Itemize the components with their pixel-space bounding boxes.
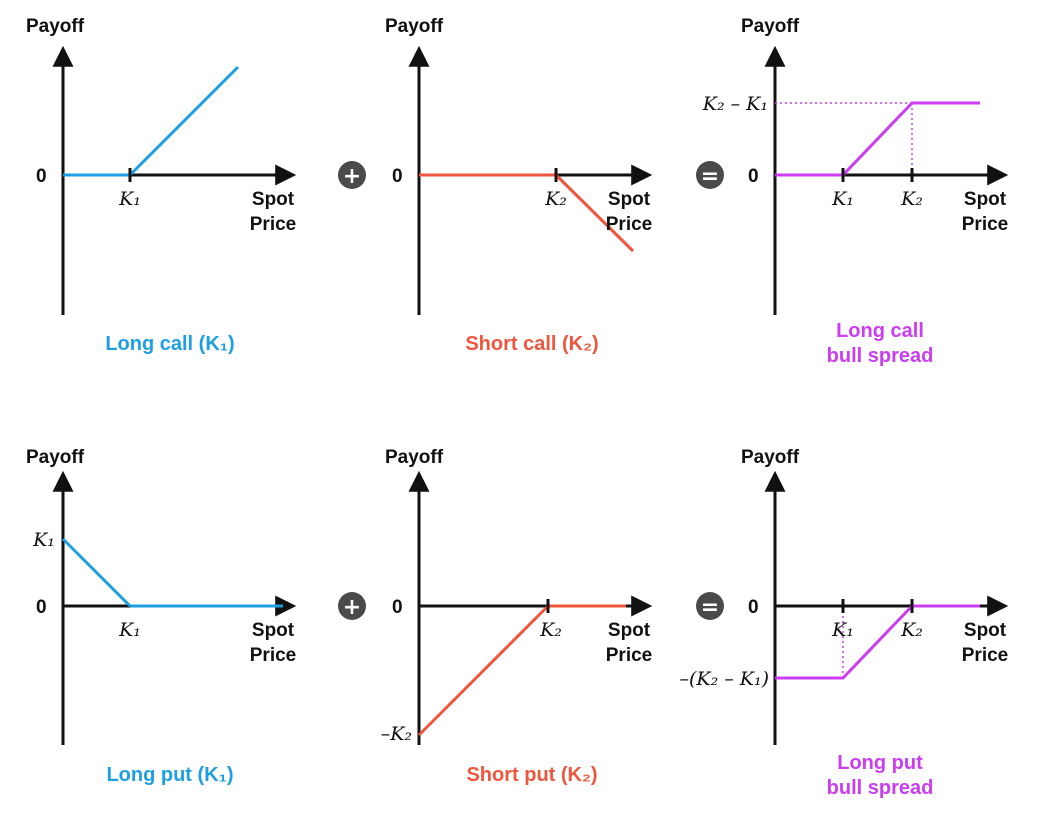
spot-price-label-spot: Spot: [608, 189, 651, 210]
zero-label: 0: [392, 597, 403, 618]
spot-price-label-price: Price: [962, 645, 1008, 666]
plus-symbol: +: [343, 164, 361, 189]
payoff-line-falling: [61, 537, 132, 608]
equals-icon: [696, 592, 724, 620]
panel-caption: Short call (K₂): [465, 333, 598, 355]
strike-label-k2: K₂: [900, 619, 923, 641]
payoff-axis-label: Payoff: [741, 447, 800, 468]
zero-label: 0: [36, 166, 47, 187]
payoff-line: [775, 101, 980, 177]
equals-operator: =: [696, 161, 724, 189]
spot-price-label-spot: Spot: [608, 620, 651, 641]
payoff-axis-label: Payoff: [26, 16, 85, 37]
strike-label-k1: K₁: [118, 619, 141, 641]
strike-label-k1: K₁: [118, 188, 141, 210]
intercept-label-neg-k2: –K₂: [381, 723, 412, 745]
spot-price-label-price: Price: [250, 214, 296, 235]
panel-caption: Long call (K₁): [105, 333, 234, 355]
spot-price-label-price: Price: [606, 214, 652, 235]
payoff-line-rising: [128, 65, 240, 177]
zero-label: 0: [748, 166, 759, 187]
strike-label-k1: K₁: [831, 188, 854, 210]
payoff-axis-label: Payoff: [26, 447, 85, 468]
panel-short-call: Payoff 0 K₂ Spot Price Short call (K₂): [385, 16, 652, 355]
max-payoff-label: K₂ – K₁: [702, 93, 768, 115]
spot-price-label-price: Price: [250, 645, 296, 666]
payoff-line-rising: [417, 604, 550, 737]
panel-caption-line1: Long call: [836, 320, 924, 342]
strike-label-k2: K₂: [544, 188, 567, 210]
plus-operator: +: [338, 161, 366, 189]
plus-icon: [338, 592, 366, 620]
plus-icon: [338, 161, 366, 189]
spot-price-label-spot: Spot: [964, 620, 1007, 641]
panel-caption-line2: bull spread: [827, 345, 934, 367]
panel-caption: Long put (K₁): [106, 764, 233, 786]
strike-label-k2: K₂: [539, 619, 562, 641]
zero-label: 0: [392, 166, 403, 187]
spot-price-label-spot: Spot: [252, 620, 295, 641]
equals-symbol: =: [701, 164, 719, 189]
panel-long-put: Payoff 0 K₁ K₁ Spot Price Long put (K₁): [26, 447, 296, 786]
panel-caption: Short put (K₂): [466, 764, 597, 786]
panel-call-bull-spread: Payoff 0 K₁ K₂ K₂ – K₁ Spot Price Long c…: [702, 16, 1008, 367]
panel-put-bull-spread: Payoff 0 K₁ K₂ –(K₂ – K₁) Spot Price Lon…: [679, 447, 1008, 799]
payoff-axis-label: Payoff: [741, 16, 800, 37]
spot-price-label-spot: Spot: [964, 189, 1007, 210]
spot-price-label-price: Price: [606, 645, 652, 666]
plus-symbol: +: [343, 595, 361, 620]
payoff-line: [775, 604, 980, 680]
spot-price-label-price: Price: [962, 214, 1008, 235]
equals-icon: [696, 161, 724, 189]
payoff-axis-label: Payoff: [385, 447, 444, 468]
zero-label: 0: [36, 597, 47, 618]
plus-operator: +: [338, 592, 366, 620]
panel-caption-line2: bull spread: [827, 777, 934, 799]
payoff-axis-label: Payoff: [385, 16, 444, 37]
strike-label-k2: K₂: [900, 188, 923, 210]
panel-long-call: Payoff 0 K₁ Spot Price Long call (K₁): [26, 16, 296, 355]
spot-price-label-spot: Spot: [252, 189, 295, 210]
strike-label-k1: K₁: [831, 619, 854, 641]
payoff-line-falling: [554, 173, 635, 253]
panel-caption-line1: Long put: [837, 752, 923, 774]
min-payoff-label: –(K₂ – K₁): [679, 668, 769, 690]
equals-symbol: =: [701, 595, 719, 620]
intercept-label-k1: K₁: [32, 529, 55, 551]
panel-short-put: Payoff 0 K₂ –K₂ Spot Price Short put (K₂…: [381, 447, 653, 786]
zero-label: 0: [748, 597, 759, 618]
equals-operator: =: [696, 592, 724, 620]
